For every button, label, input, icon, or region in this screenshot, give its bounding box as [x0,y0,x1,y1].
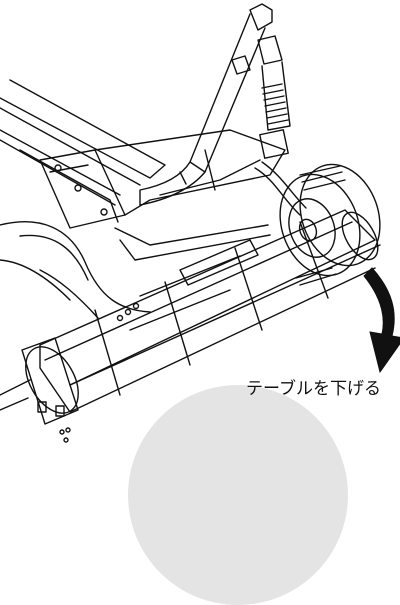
end-plate [0,337,79,443]
curved-down-arrow-icon [363,267,400,374]
mower-table-drawing [0,3,400,443]
frame-beam [0,79,166,223]
spring [257,35,291,159]
lower-table-caption: テーブルを下げる [246,379,381,399]
roller-table [25,209,381,414]
axle-arm [254,161,307,216]
bracket-assembly [39,129,286,261]
gauge-wheel [279,163,381,286]
handle-bar [139,3,273,206]
base-plate [0,221,151,319]
illustration-figure: テーブルを下げる [0,3,400,605]
